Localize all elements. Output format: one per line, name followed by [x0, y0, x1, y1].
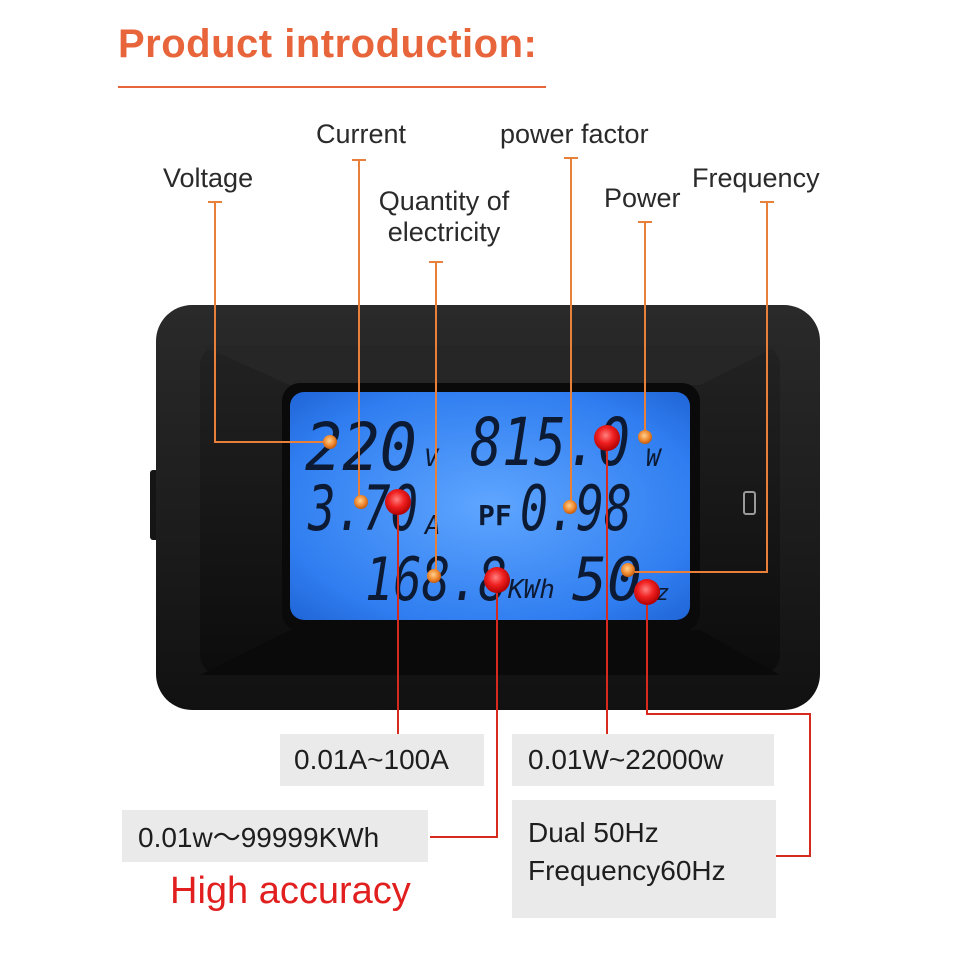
voltage-marker-dot	[323, 435, 337, 449]
bezel-bottom-face	[200, 630, 780, 675]
spec-power-range: 0.01W~22000w	[512, 734, 774, 786]
power-factor-marker-dot	[563, 500, 577, 514]
spec-energy-range: 0.01w～99999KWh	[122, 810, 428, 862]
current-range-marker-dot	[385, 489, 411, 515]
power-range-marker-dot	[594, 425, 620, 451]
lcd-power-unit: W	[646, 444, 663, 472]
frequency-range-leader-line	[646, 592, 811, 857]
tagline-high-accuracy: High accuracy	[170, 870, 411, 912]
frequency-leader-line	[630, 202, 768, 573]
spec-current-range: 0.01A~100A	[280, 734, 484, 786]
title-underline	[118, 86, 546, 88]
label-power: Power	[604, 183, 681, 213]
page-title: Product introduction:	[118, 22, 538, 66]
lcd-energy-unit: KWh	[507, 575, 555, 605]
label-current: Current	[316, 119, 407, 149]
bezel-top-face	[200, 345, 780, 385]
label-frequency: Frequency	[692, 163, 820, 193]
spec-frequency-line1: Dual 50Hz	[528, 817, 659, 848]
indicator-window	[743, 491, 756, 515]
voltage-leader-line	[214, 202, 328, 443]
power-marker-dot	[638, 430, 652, 444]
label-quantity-line2: electricity	[387, 217, 501, 247]
label-voltage: Voltage	[163, 163, 254, 193]
lcd-voltage-unit: V	[424, 444, 440, 472]
lcd-current-unit: A	[423, 511, 441, 541]
lcd-pf-label: PF	[478, 499, 512, 532]
frequency-marker-dot	[621, 563, 635, 577]
quantity-marker-dot	[427, 569, 441, 583]
energy-range-marker-dot	[484, 567, 510, 593]
label-quantity-line1: Quantity of	[378, 186, 510, 216]
current-marker-dot	[354, 495, 368, 509]
frequency-range-marker-dot	[634, 579, 660, 605]
spec-frequency-line2: Frequency60Hz	[528, 855, 726, 886]
spec-frequency-range: Dual 50Hz Frequency60Hz	[512, 800, 776, 918]
lcd-voltage-value: 220	[305, 409, 417, 486]
energy-range-leader-line	[430, 580, 498, 838]
lcd-screen	[290, 392, 690, 620]
label-quantity-of-electricity: Quantity of electricity	[366, 186, 522, 248]
label-power-factor: power factor	[500, 119, 649, 149]
